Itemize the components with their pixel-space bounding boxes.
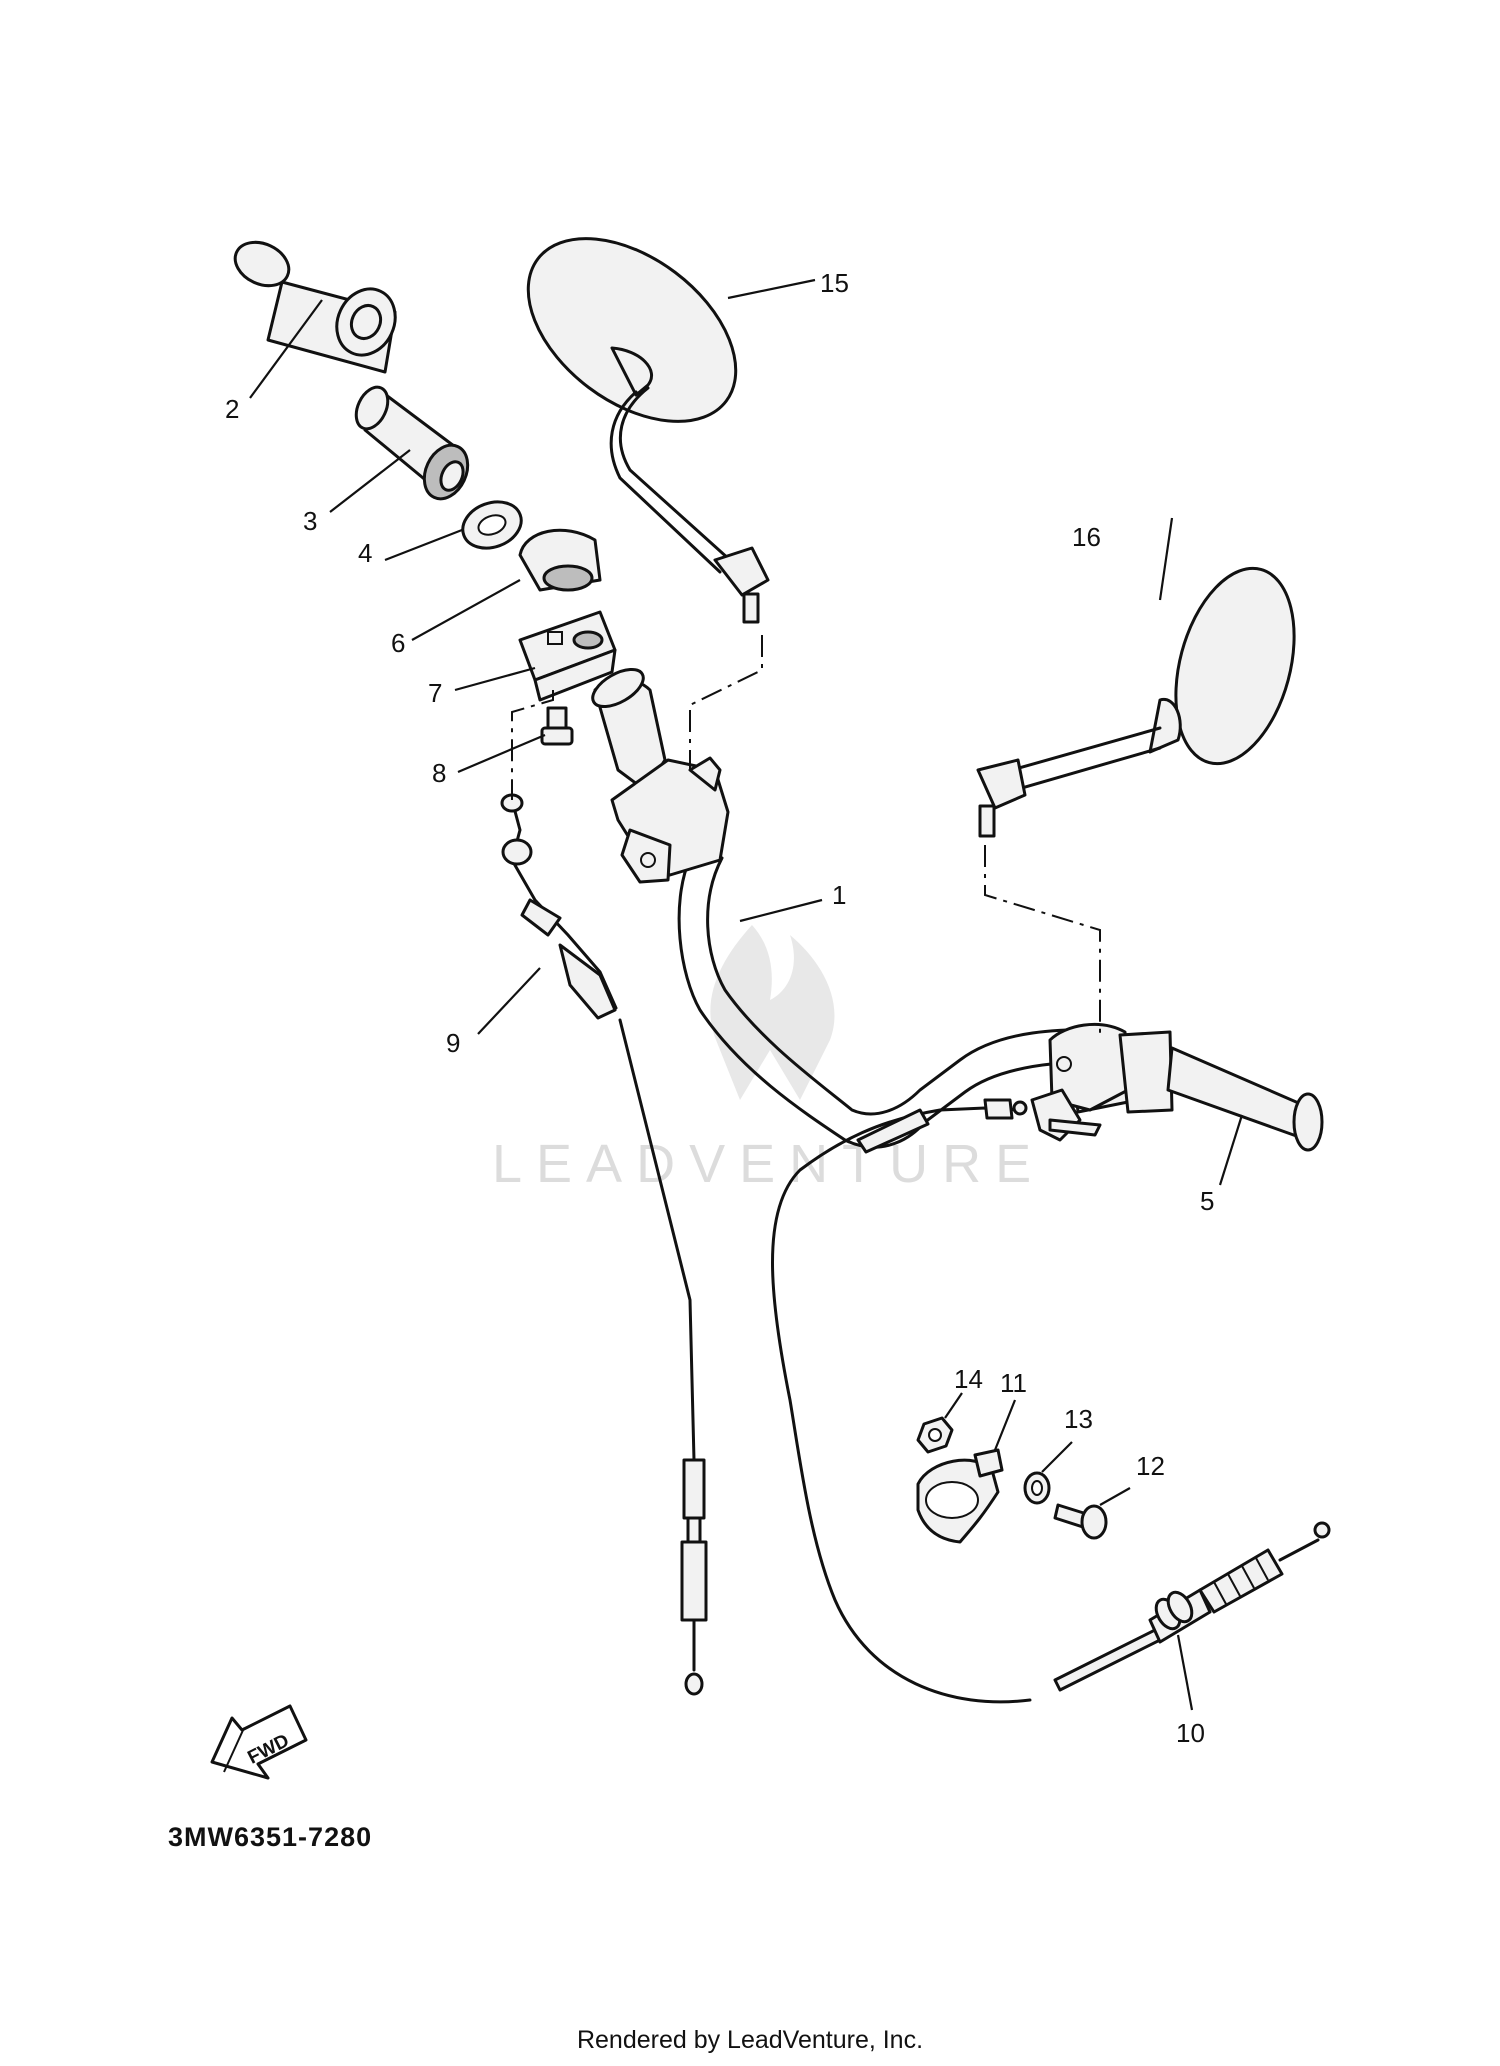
callout-15: 15 — [820, 268, 849, 298]
callout-1: 1 — [832, 880, 846, 910]
part-cable-clamp — [916, 1448, 1004, 1544]
forward-arrow-icon: FWD — [210, 1704, 308, 1780]
part-right-grip — [1030, 1022, 1324, 1152]
callouts: 1 2 3 4 5 6 7 8 9 10 11 12 13 14 15 16 — [225, 268, 1214, 1748]
watermark-text: LEADVENTURE — [492, 1134, 1045, 1194]
part-clamp-washer — [1023, 1471, 1051, 1505]
callout-5: 5 — [1200, 1186, 1214, 1216]
callout-2: 2 — [225, 394, 239, 424]
part-handlebar — [591, 667, 1122, 1149]
leader-lines — [249, 278, 1244, 1711]
part-throttle-cap — [518, 528, 602, 592]
diagram-code: 3MW6351-7280 — [168, 1822, 373, 1852]
callout-8: 8 — [432, 758, 446, 788]
part-washer — [461, 500, 523, 550]
callout-9: 9 — [446, 1028, 460, 1058]
alignment-lines — [511, 635, 1101, 1035]
callout-4: 4 — [358, 538, 372, 568]
part-clutch-cable — [771, 1098, 1331, 1704]
callout-6: 6 — [391, 628, 405, 658]
watermark: LEADVENTURE — [492, 925, 1045, 1194]
callout-10: 10 — [1176, 1718, 1205, 1748]
callout-14: 14 — [954, 1364, 983, 1394]
part-throttle-housing — [518, 610, 617, 702]
callout-12: 12 — [1136, 1451, 1165, 1481]
part-clamp-nut — [916, 1416, 954, 1454]
callout-11: 11 — [1000, 1368, 1027, 1398]
part-grip — [233, 240, 397, 374]
part-right-mirror — [976, 566, 1296, 838]
part-housing-screw — [540, 706, 574, 746]
part-throttle-cable — [500, 793, 708, 1696]
render-credit: Rendered by LeadVenture, Inc. — [576, 2026, 924, 2054]
callout-13: 13 — [1064, 1404, 1093, 1434]
part-throttle-tube — [354, 385, 470, 501]
part-left-mirror — [526, 237, 770, 624]
callout-16: 16 — [1072, 522, 1101, 552]
part-clamp-bolt — [1053, 1503, 1108, 1540]
callout-7: 7 — [428, 678, 442, 708]
callout-3: 3 — [303, 506, 317, 536]
